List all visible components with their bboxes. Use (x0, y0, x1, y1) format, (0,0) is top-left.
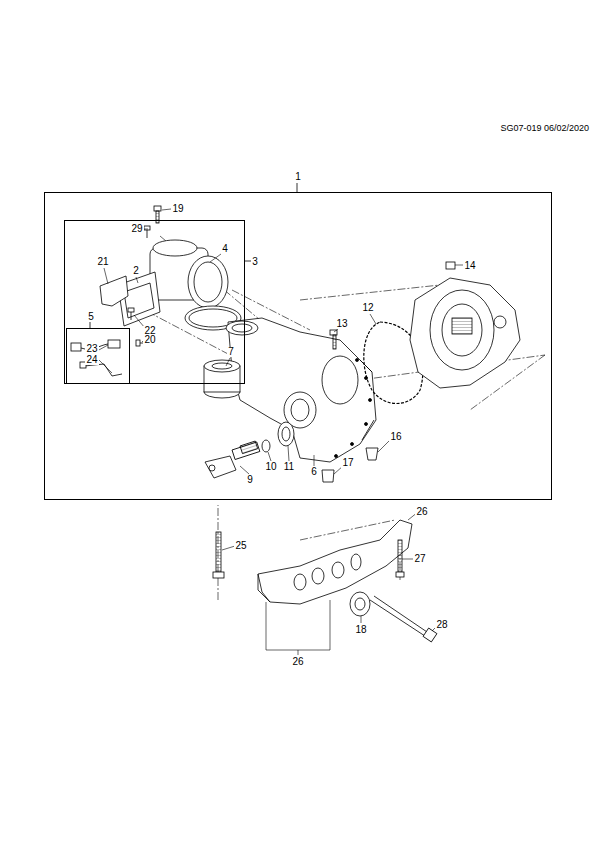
drawing-code: SG07-019 06/02/2020 (499, 124, 590, 133)
callout-number: 24 (85, 355, 98, 365)
callout-number: 18 (354, 625, 367, 635)
callout-number: 17 (341, 458, 354, 468)
callout-number: 29 (130, 224, 143, 234)
callout-number: 4 (221, 244, 229, 254)
callout-number: 2 (132, 266, 140, 276)
callout-number: 16 (389, 432, 402, 442)
callout-number: 10 (264, 462, 277, 472)
callout-number: 11 (283, 462, 295, 472)
callout-number: 27 (413, 554, 426, 564)
callout-number: 19 (171, 204, 184, 214)
callout-number: 26 (291, 657, 304, 667)
callout-number: 12 (361, 303, 374, 313)
callout-number: 9 (246, 475, 254, 485)
callout-number: 21 (96, 257, 109, 267)
callout-number: 13 (335, 319, 348, 329)
callout-number: 28 (435, 620, 448, 630)
callout-number: 14 (463, 261, 476, 271)
callout-number: 3 (251, 257, 259, 267)
callout-number: 5 (87, 312, 95, 322)
assembly-frame: 13 5 (44, 192, 552, 500)
callout-number: 23 (85, 344, 98, 354)
callout-number: 1 (294, 172, 302, 182)
callout-number: 6 (310, 467, 318, 477)
callout-number: 20 (143, 335, 156, 345)
callout-number: 26 (415, 507, 428, 517)
callout-number: 7 (227, 347, 235, 357)
callout-number: 25 (234, 541, 247, 551)
